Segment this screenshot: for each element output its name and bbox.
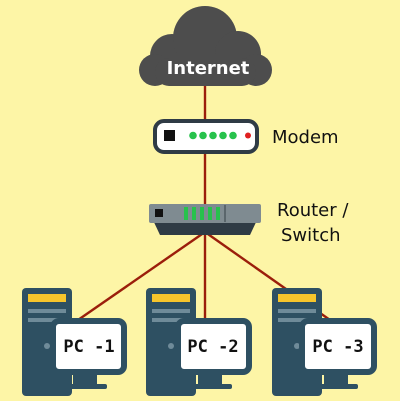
pc-2-label: PC -2 [187,337,238,357]
pc-3: PC -3 [272,288,377,396]
internet-cloud-icon: Internet [139,6,272,86]
modem-label: Modem [272,127,339,148]
internet-label: Internet [167,58,250,79]
pc-1-monitor-icon [50,318,127,389]
pc-2: PC -2 [146,288,252,396]
cable-router-pc1 [77,231,206,321]
pc-1: PC -1 [22,288,127,396]
pc-2-monitor-icon [175,318,252,389]
router-label-line1: Router / [277,200,349,221]
pc-3-monitor-icon [299,318,377,389]
pc-3-label: PC -3 [312,337,363,357]
pc-1-label: PC -1 [63,337,114,357]
router-switch-icon [149,204,261,235]
router-label-line2: Switch [281,225,341,246]
modem-icon [153,119,259,154]
